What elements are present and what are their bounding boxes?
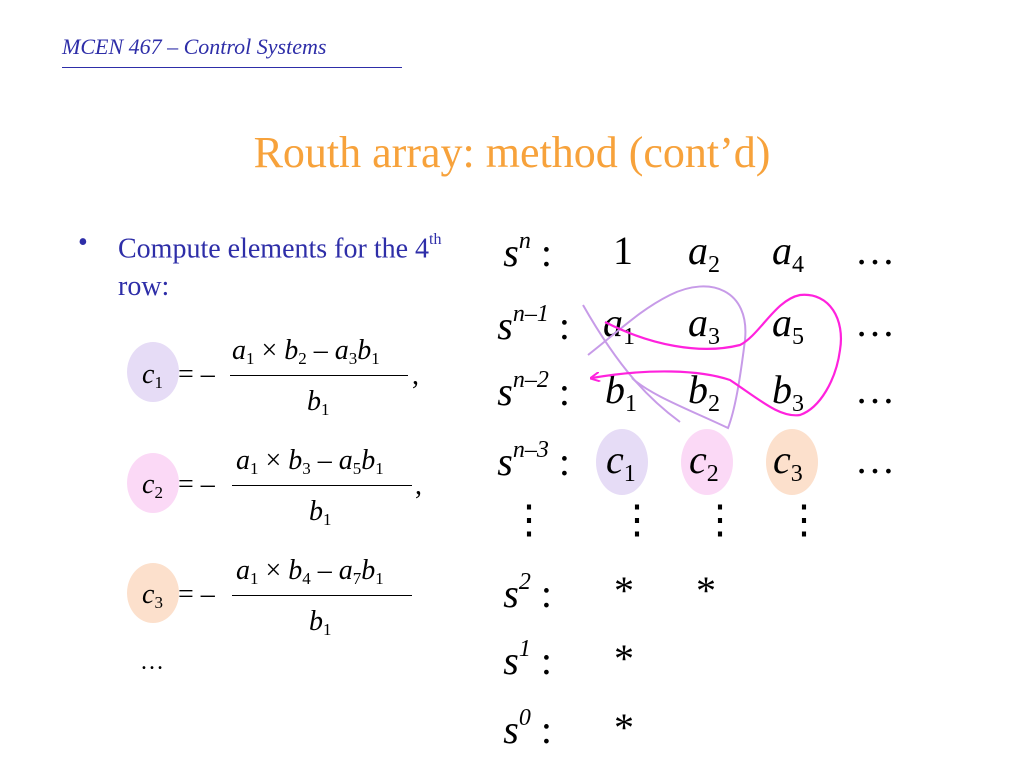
cell-ellipsis-1: … (855, 300, 895, 345)
bullet-text-sup: th (429, 231, 442, 248)
c2-highlight (127, 453, 179, 513)
cell-c3: c3 (773, 437, 803, 487)
eq3-lhs: c3 (142, 579, 163, 612)
cell-b1: b1 (605, 367, 637, 417)
eq1-lhs: c1 (142, 359, 163, 392)
vdots-col1: ⋮ (617, 497, 657, 542)
cell-ellipsis-3: … (855, 437, 895, 482)
cell-c2: c2 (689, 437, 719, 487)
row-label-sn: sn: (503, 228, 552, 275)
eq2-lhs: c2 (142, 469, 163, 502)
array-c2-highlight (681, 429, 733, 495)
row-label-s1: s1: (503, 636, 552, 683)
cell-a1: a1 (603, 300, 635, 350)
vdots-col3: ⋮ (784, 497, 824, 542)
row-label-sn-1: sn–1: (497, 301, 570, 348)
c3-highlight (127, 563, 179, 623)
row-label-s2: s2: (503, 569, 552, 616)
bullet-text-main: Compute elements for the 4 (118, 233, 430, 265)
cell-1: 1 (613, 228, 633, 273)
cell-a4: a4 (772, 228, 804, 278)
cell-s2-col1: * (614, 568, 634, 613)
eq1-denominator: b1 (307, 386, 330, 419)
course-header: MCEN 467 – Control Systems (62, 34, 327, 59)
eq3-denominator: b1 (309, 606, 332, 639)
eq2-denominator: b1 (309, 496, 332, 529)
eq1-comma: , (412, 360, 419, 391)
cell-ellipsis-2: … (855, 367, 895, 412)
eq3-equals-minus: = – (178, 579, 215, 610)
vdots-label: ⋮ (509, 497, 549, 542)
cell-a2: a2 (688, 228, 720, 278)
eq3-fraction-bar (232, 595, 412, 596)
eq1-equals-minus: = – (178, 359, 215, 390)
cell-s2-col2: * (696, 568, 716, 613)
cell-s0-col1: * (614, 705, 634, 750)
eq1-fraction-bar (230, 375, 408, 376)
cell-s1-col1: * (614, 636, 634, 681)
cell-b3: b3 (772, 367, 804, 417)
eq2-comma: , (415, 470, 422, 501)
array-c3-highlight (766, 429, 818, 495)
vdots-col2: ⋮ (700, 497, 740, 542)
eq3-numerator: a1 × b4 – a7b1 (236, 555, 384, 588)
bullet-text-end: row: (118, 271, 170, 303)
eq2-fraction-bar (232, 485, 412, 486)
cell-b2: b2 (688, 367, 720, 417)
equations-ellipsis: … (140, 649, 164, 675)
cell-a3: a3 (688, 300, 720, 350)
eq2-equals-minus: = – (178, 469, 215, 500)
bullet-text: Compute elements for the 4th row: (118, 224, 498, 306)
bullet-dot: • (78, 227, 88, 258)
header-underline (62, 67, 402, 68)
cell-ellipsis-0: … (855, 228, 895, 273)
row-label-sn-3: sn–3: (497, 437, 570, 484)
slide-title: Routh array: method (cont’d) (253, 128, 771, 177)
eq1-numerator: a1 × b2 – a3b1 (232, 335, 380, 368)
row-label-sn-2: sn–2: (497, 367, 570, 414)
row-label-s0: s0: (503, 705, 552, 752)
cell-c1: c1 (606, 437, 636, 487)
array-c1-highlight (596, 429, 648, 495)
eq2-numerator: a1 × b3 – a5b1 (236, 445, 384, 478)
cell-a5: a5 (772, 300, 804, 350)
c1-highlight (127, 342, 179, 402)
